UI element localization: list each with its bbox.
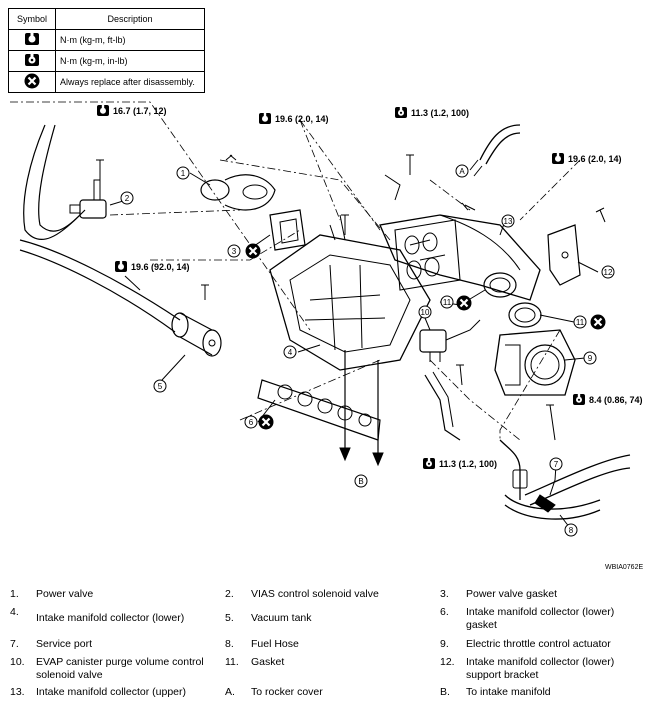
callout-6: 6 (249, 418, 254, 427)
torque-label-4: 19.6 (2.0, 14) (568, 154, 622, 164)
torque-label-3: 11.3 (1.2, 100) (411, 108, 469, 118)
callout-8: 8 (569, 526, 574, 535)
intake-manifold-exploded-diagram: 16.7 (1.7, 12) 19.6 (2.0, 14) 11.3 (1.2,… (10, 101, 643, 537)
callout-1: 1 (181, 169, 186, 178)
callout-9: 9 (588, 354, 593, 363)
torque-label-6: 8.4 (0.86, 74) (589, 395, 643, 405)
callout-11-lower: 11 (576, 318, 585, 327)
callout-b: B (358, 477, 363, 486)
torque-label-5: 19.6 (92.0, 14) (131, 262, 190, 272)
callout-5: 5 (158, 382, 163, 391)
torque-wrench-ftlb-icon (8, 29, 56, 51)
callout-10: 10 (421, 308, 430, 317)
legend-row-text: Always replace after disassembly. (55, 71, 205, 93)
symbol-legend-table: Symbol Description N·m (kg-m, ft-lb) N·m… (8, 8, 205, 93)
figure-code: WBIA0762E (605, 564, 644, 571)
callout-7: 7 (554, 460, 559, 469)
torque-label-2: 19.6 (2.0, 14) (275, 114, 329, 124)
callout-3: 3 (232, 247, 237, 256)
callout-13: 13 (504, 217, 513, 226)
callout-12: 12 (604, 268, 613, 277)
torque-label-1: 16.7 (1.7, 12) (113, 106, 167, 116)
callout-a: A (459, 167, 465, 176)
torque-label-7: 11.3 (1.2, 100) (439, 459, 497, 469)
callout-11-upper: 11 (443, 298, 452, 307)
callout-2: 2 (125, 194, 130, 203)
callout-4: 4 (288, 348, 293, 357)
